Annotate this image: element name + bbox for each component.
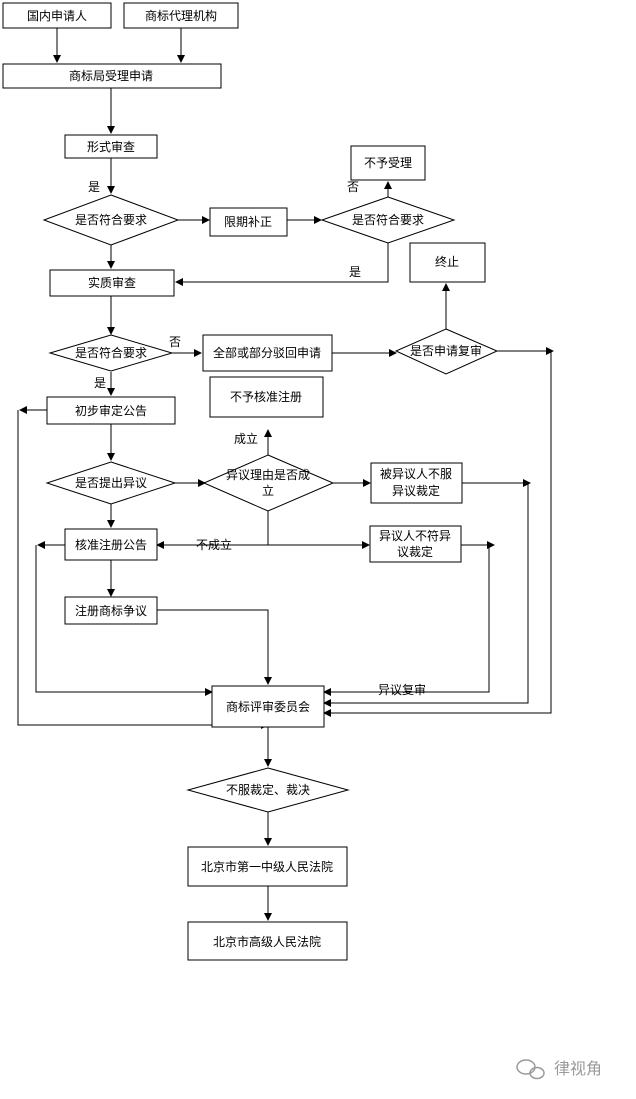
connectors: [17, 28, 554, 921]
decision-meets-req-3: 是否符合要求: [48, 334, 174, 372]
decision-meets-req-1: 是否符合要求: [42, 194, 180, 246]
decision-meets-req-2-label: 是否符合要求: [352, 212, 424, 227]
decision-opposition-raised-label: 是否提出异议: [75, 475, 147, 490]
node-trademark-agency-label: 商标代理机构: [145, 8, 217, 23]
node-formal-exam-label: 形式审查: [87, 139, 135, 154]
decision-opposition-valid-label-2: 立: [262, 483, 274, 498]
node-reg-dispute-label: 注册商标争议: [75, 603, 147, 618]
watermark: 律视角: [516, 1059, 602, 1080]
node-substantive-exam-label: 实质审查: [88, 275, 136, 290]
decision-opposition-raised: 是否提出异议: [45, 461, 177, 505]
node-opponent-disagree-label-1: 异议人不符异: [379, 528, 451, 543]
watermark-label: 律视角: [554, 1059, 602, 1078]
node-not-approve-reg-label: 不予核准注册: [230, 389, 302, 404]
node-opposed-disagree-label-2: 异议裁定: [392, 483, 440, 498]
decision-disagree-ruling-label: 不服裁定、裁决: [226, 782, 310, 797]
node-trademark-agency: 商标代理机构: [123, 2, 239, 29]
edge-label-not-established: 不成立: [196, 537, 232, 552]
decision-opposition-valid-label-1: 异议理由是否成: [226, 468, 310, 482]
node-tmo-accept-label: 商标局受理申请: [69, 68, 153, 83]
node-preliminary-notice: 初步审定公告: [46, 396, 176, 425]
node-not-accepted: 不予受理: [350, 145, 426, 181]
decision-disagree-ruling: 不服裁定、裁决: [186, 767, 350, 813]
node-not-approve-reg: 不予核准注册: [209, 376, 324, 418]
node-domestic-applicant: 国内申请人: [2, 2, 112, 29]
decision-meets-req-2: 是否符合要求: [320, 196, 456, 244]
node-substantive-exam: 实质审查: [49, 269, 175, 297]
node-reject-all-part: 全部或部分驳回申请: [202, 334, 333, 372]
node-review-board-label: 商标评审委员会: [226, 699, 310, 714]
decision-opposition-valid: 异议理由是否成 立: [202, 454, 335, 512]
node-correct-in-time-label: 限期补正: [224, 215, 272, 229]
wechat-icon: [516, 1059, 545, 1080]
node-beijing-high-court: 北京市高级人民法院: [187, 921, 348, 961]
node-opposed-disagree: 被异议人不服 异议裁定: [370, 462, 463, 504]
decision-meets-req-3-label: 是否符合要求: [75, 345, 147, 360]
edge-label-no-1: 否: [347, 180, 359, 194]
edge-label-opposition-review: 异议复审: [378, 682, 426, 697]
decision-meets-req-1-label: 是否符合要求: [75, 212, 147, 227]
node-terminate: 终止: [409, 242, 486, 283]
edge-label-established: 成立: [234, 431, 258, 446]
node-terminate-label: 终止: [435, 254, 459, 269]
node-tmo-accept: 商标局受理申请: [2, 63, 222, 89]
node-not-accepted-label: 不予受理: [364, 156, 412, 170]
node-domestic-applicant-label: 国内申请人: [27, 9, 87, 23]
node-preliminary-notice-label: 初步审定公告: [75, 403, 147, 418]
node-reg-dispute: 注册商标争议: [64, 596, 158, 625]
node-opponent-disagree-label-2: 议裁定: [397, 544, 433, 559]
node-formal-exam: 形式审查: [64, 134, 158, 159]
node-beijing-first-court-label: 北京市第一中级人民法院: [201, 859, 333, 874]
node-beijing-first-court: 北京市第一中级人民法院: [187, 846, 348, 887]
node-review-board: 商标评审委员会: [211, 685, 325, 728]
edge-label-yes-3: 是: [94, 376, 106, 390]
decision-apply-review: 是否申请复审: [394, 328, 499, 375]
node-reject-all-part-label: 全部或部分驳回申请: [213, 345, 321, 360]
node-beijing-high-court-label: 北京市高级人民法院: [213, 934, 321, 949]
node-opponent-disagree: 异议人不符异 议裁定: [369, 525, 462, 563]
edge-label-yes-1: 是: [88, 180, 100, 194]
node-registration-notice-label: 核准注册公告: [75, 537, 147, 552]
node-correct-in-time: 限期补正: [209, 207, 288, 237]
node-opposed-disagree-label-1: 被异议人不服: [380, 467, 452, 481]
decision-apply-review-label: 是否申请复审: [410, 343, 482, 358]
edge-label-yes-2: 是: [349, 265, 361, 279]
edge-label-no-2: 否: [169, 335, 181, 349]
node-registration-notice: 核准注册公告: [64, 528, 158, 561]
